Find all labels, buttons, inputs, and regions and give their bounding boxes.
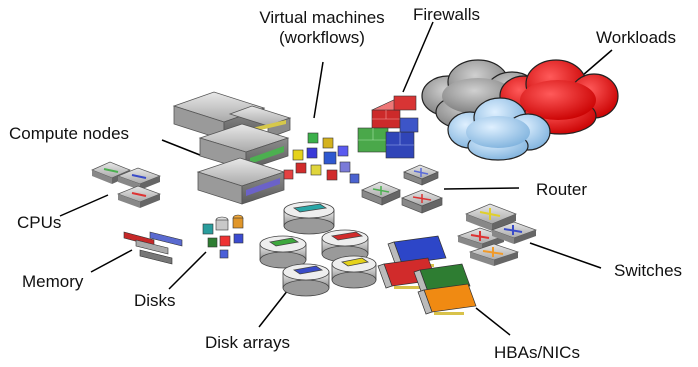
- leader-line-virtual-machines: [313, 61, 324, 119]
- label-virtual-machines: Virtual machines (workflows): [232, 8, 412, 48]
- disks-icon: [202, 214, 244, 259]
- label-virtual-machines-line1: Virtual machines: [259, 8, 385, 27]
- label-disk-arrays: Disk arrays: [205, 333, 291, 352]
- leader-line-cpus: [59, 194, 109, 217]
- label-memory: Memory: [22, 272, 84, 291]
- label-switches: Switches: [614, 261, 683, 280]
- label-workloads: Workloads: [596, 28, 676, 47]
- leader-line-disks: [168, 251, 207, 290]
- leader-lines: [59, 21, 613, 336]
- server-box: [196, 157, 286, 205]
- label-router: Router: [536, 180, 588, 199]
- virtual-machines-icon: [283, 132, 360, 184]
- leader-line-switches: [529, 242, 602, 269]
- hbas-nics-icon: [377, 235, 477, 315]
- label-firewalls: Firewalls: [413, 5, 481, 24]
- label-compute-nodes: Compute nodes: [9, 124, 130, 143]
- label-cpus: CPUs: [17, 213, 62, 232]
- label-virtual-machines-line2: (workflows): [279, 28, 365, 47]
- switches-icon: [456, 203, 538, 266]
- disk-arrays-icon: [259, 201, 377, 297]
- firewalls-icon: [357, 95, 419, 159]
- workloads-icon: [421, 59, 619, 161]
- leader-line-hbas: [475, 307, 511, 336]
- router-icon: [361, 164, 443, 214]
- cloud-blue: [447, 97, 551, 161]
- label-hbas-nics: HBAs/NICs: [494, 343, 580, 362]
- cpus-icon: [91, 161, 161, 208]
- leader-line-router: [443, 187, 520, 190]
- leader-line-firewalls: [402, 21, 434, 93]
- cloud-red: [499, 59, 619, 135]
- leader-line-compute-nodes: [161, 139, 206, 158]
- server-box: [228, 105, 292, 139]
- leader-line-memory: [90, 249, 133, 273]
- leader-line-disk-arrays: [258, 289, 289, 328]
- memory-icon: [123, 231, 183, 265]
- label-disks: Disks: [134, 291, 176, 310]
- compute-nodes-icon: [172, 91, 292, 205]
